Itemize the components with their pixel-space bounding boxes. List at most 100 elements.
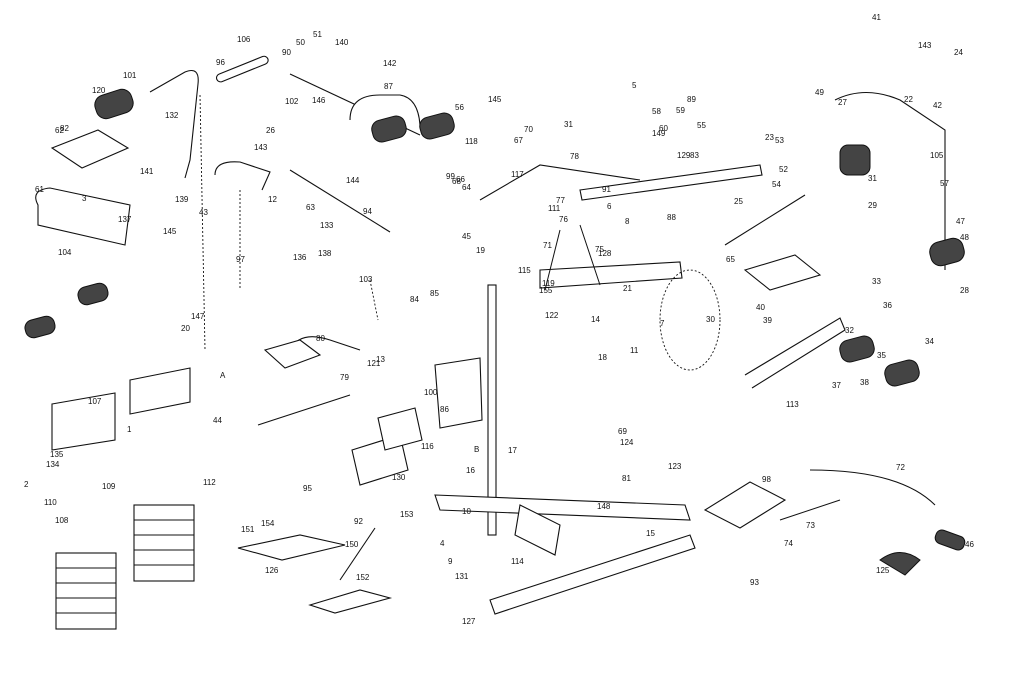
part-callout: 31 bbox=[868, 174, 877, 183]
part-callout: 2 bbox=[24, 480, 29, 489]
part-callout: 40 bbox=[756, 303, 765, 312]
part-callout: 138 bbox=[318, 249, 332, 258]
part-callout: 25 bbox=[734, 197, 743, 206]
part-callout: 111 bbox=[548, 204, 561, 213]
part-callout: 78 bbox=[570, 152, 579, 161]
part-callout: 1 bbox=[127, 425, 132, 434]
part-callout: 117 bbox=[511, 170, 524, 179]
part-callout: 19 bbox=[476, 246, 485, 255]
part-callout: 102 bbox=[285, 97, 299, 106]
part-callout: 30 bbox=[706, 315, 715, 324]
part-callout: 57 bbox=[940, 179, 949, 188]
part-callout: 22 bbox=[904, 95, 913, 104]
part-callout: 119 bbox=[542, 279, 555, 288]
part-callout: 146 bbox=[312, 96, 326, 105]
part-callout: 16 bbox=[466, 466, 475, 475]
part-callout: 94 bbox=[363, 207, 372, 216]
part-callout: 147 bbox=[191, 312, 205, 321]
part-callout: 9 bbox=[448, 557, 453, 566]
part-callout: 11 bbox=[630, 346, 639, 355]
part-callout: 18 bbox=[598, 353, 607, 362]
foot-plate-part bbox=[237, 534, 346, 561]
part-callout: 47 bbox=[956, 217, 965, 226]
part-callout: 132 bbox=[165, 111, 179, 120]
link-part bbox=[339, 527, 376, 581]
curl-pad-part bbox=[263, 339, 322, 369]
part-callout: 129 bbox=[677, 151, 691, 160]
part-callout: 37 bbox=[832, 381, 841, 390]
part-callout: 107 bbox=[88, 397, 102, 406]
part-callout: 13 bbox=[376, 355, 385, 364]
part-callout: 48 bbox=[960, 233, 969, 242]
base-rail-part bbox=[434, 494, 691, 521]
part-callout: 145 bbox=[488, 95, 502, 104]
part-callout: 124 bbox=[620, 438, 634, 447]
part-callout: 140 bbox=[335, 38, 349, 47]
part-callout: 104 bbox=[58, 248, 72, 257]
part-callout: 134 bbox=[46, 460, 60, 469]
part-callout: 139 bbox=[175, 195, 189, 204]
part-callout: 116 bbox=[421, 442, 434, 451]
part-callout: 20 bbox=[181, 324, 190, 333]
back-pad-part bbox=[50, 129, 130, 169]
part-callout: 126 bbox=[265, 566, 279, 575]
part-callout: 58 bbox=[652, 107, 661, 116]
assembly-guides bbox=[199, 94, 379, 351]
part-callout: 23 bbox=[765, 133, 774, 142]
part-callout: 128 bbox=[598, 249, 612, 258]
part-callout: 29 bbox=[868, 201, 877, 210]
upper-arm-frame bbox=[349, 94, 421, 126]
part-callout: 106 bbox=[237, 35, 251, 44]
part-callout: 69 bbox=[618, 427, 627, 436]
part-callout: 103 bbox=[359, 275, 373, 284]
roller-pad-part bbox=[24, 315, 56, 339]
leg-lever-tube bbox=[149, 69, 199, 179]
part-callout: 46 bbox=[965, 540, 974, 549]
long-bar-part bbox=[579, 164, 763, 201]
lat-bar-part bbox=[214, 161, 271, 191]
part-callout: 59 bbox=[676, 106, 685, 115]
part-callout: 12 bbox=[268, 195, 277, 204]
part-callout: 34 bbox=[925, 337, 934, 346]
part-callout: 24 bbox=[954, 48, 963, 57]
part-callout: B bbox=[474, 445, 479, 454]
part-callout: 67 bbox=[514, 136, 523, 145]
part-callout: 36 bbox=[883, 301, 892, 310]
part-callout: 93 bbox=[750, 578, 759, 587]
part-callout: 55 bbox=[697, 121, 706, 130]
part-callout: 110 bbox=[44, 498, 57, 507]
part-callout: 75 bbox=[595, 245, 604, 254]
pulley-arm-part bbox=[479, 164, 641, 201]
part-callout: 118 bbox=[465, 137, 478, 146]
part-callout: 151 bbox=[241, 525, 255, 534]
part-callout: 135 bbox=[50, 450, 64, 459]
part-callout: 38 bbox=[860, 378, 869, 387]
part-callout: 85 bbox=[430, 289, 439, 298]
part-callout: 86 bbox=[440, 405, 449, 414]
part-callout: 54 bbox=[772, 180, 781, 189]
parts-drawing bbox=[24, 55, 966, 630]
part-callout: 127 bbox=[462, 617, 476, 626]
part-callout: 100 bbox=[424, 388, 438, 397]
seat-pad-part bbox=[743, 254, 822, 291]
part-callout: 154 bbox=[261, 519, 275, 528]
seat-frame-part bbox=[744, 317, 846, 389]
part-callout: 123 bbox=[668, 462, 682, 471]
leg-extension-tube bbox=[257, 394, 351, 426]
part-callout: 52 bbox=[779, 165, 788, 174]
part-callout: 76 bbox=[559, 215, 568, 224]
part-callout: 153 bbox=[400, 510, 414, 519]
part-callout: 14 bbox=[591, 315, 600, 324]
part-callout: 137 bbox=[118, 215, 132, 224]
frame-arm-part bbox=[539, 261, 683, 289]
part-callout: 45 bbox=[462, 232, 471, 241]
arm-pad-part bbox=[419, 112, 455, 140]
part-callout: 92 bbox=[354, 517, 363, 526]
part-callout: 44 bbox=[213, 416, 222, 425]
part-callout: 125 bbox=[876, 566, 890, 575]
part-callout: A bbox=[220, 371, 226, 380]
part-callout: 33 bbox=[872, 277, 881, 286]
part-callout: 39 bbox=[763, 316, 772, 325]
part-callout: 50 bbox=[296, 38, 305, 47]
part-callout: 80 bbox=[316, 334, 325, 343]
